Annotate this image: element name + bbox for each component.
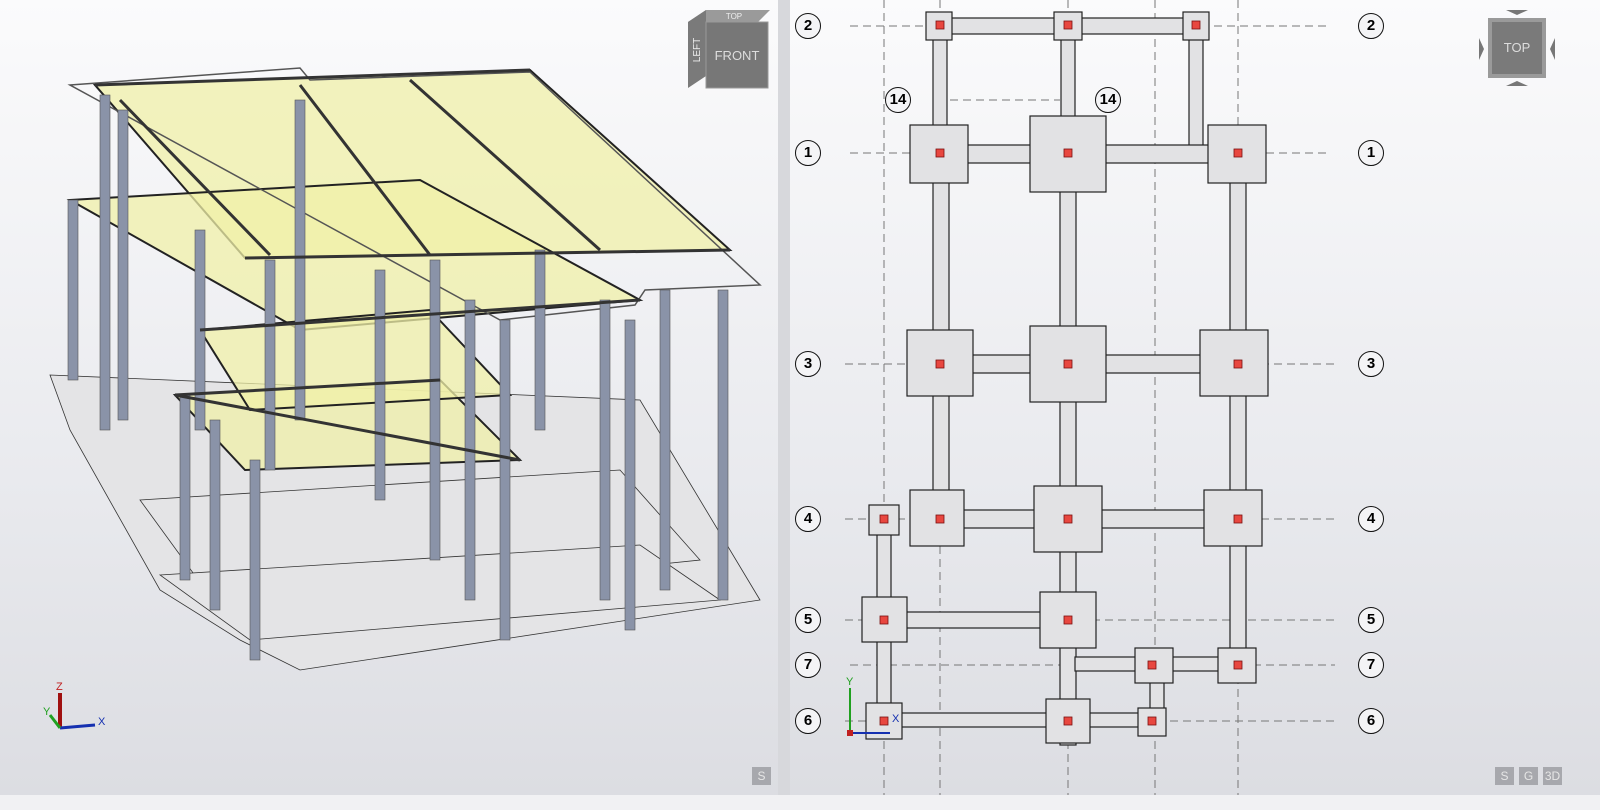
grid-label-row-6-left: 6 (795, 708, 821, 734)
viewport-splitter[interactable] (778, 0, 790, 810)
grid-label-row-1-right: 1 (1358, 140, 1384, 166)
axis-z-label: Z (56, 681, 63, 693)
grid-label-row-3-right: 3 (1358, 351, 1384, 377)
grid-label-col-14-a: 14 (885, 87, 911, 113)
snap-button[interactable]: S (1495, 767, 1514, 785)
grid-label-row-6-right: 6 (1358, 708, 1384, 734)
3d-viewport[interactable]: Z X Y FRONT TOP LEFT S (0, 0, 778, 795)
beams-footings (861, 11, 1269, 746)
rotate-right-arrow (1550, 38, 1555, 60)
view-cube[interactable]: FRONT TOP LEFT (688, 10, 770, 90)
beams (94, 68, 731, 462)
grid-label-row-2-left: 2 (795, 13, 821, 39)
viewcube-left-face[interactable]: LEFT (692, 38, 703, 62)
rotate-down-arrow (1506, 81, 1528, 86)
grid-label-col-14-b: 14 (1095, 87, 1121, 113)
grid-label-row-7-right: 7 (1358, 652, 1384, 678)
grid-label-row-4-left: 4 (795, 506, 821, 532)
viewcube-top-face[interactable]: TOP (726, 12, 742, 21)
rotate-left-arrow (1479, 38, 1484, 60)
axis-x-label: X (98, 716, 106, 728)
grid-label-row-2-right: 2 (1358, 13, 1384, 39)
grid-label-row-1-left: 1 (795, 140, 821, 166)
top-viewport[interactable]: Y X 2 2 1 1 3 3 4 4 5 5 7 7 6 6 14 14 TO… (790, 0, 1600, 795)
viewcube-top-face[interactable]: TOP (1504, 40, 1531, 55)
grid-label-row-7-left: 7 (795, 652, 821, 678)
snap-button[interactable]: S (752, 767, 771, 785)
rotate-up-arrow (1506, 10, 1528, 15)
grid-label-row-5-right: 5 (1358, 607, 1384, 633)
axis-y-label: Y (846, 676, 854, 688)
column-marks (879, 20, 1243, 726)
floor-plan: Y X (845, 0, 1335, 795)
axis-x-label: X (892, 713, 900, 725)
grid-label-row-4-right: 4 (1358, 506, 1384, 532)
axis-triad: Y X (846, 676, 900, 736)
grid-button[interactable]: G (1519, 767, 1538, 785)
viewcube-front-face[interactable]: FRONT (715, 48, 760, 63)
status-strip (0, 795, 1600, 810)
3d-button[interactable]: 3D (1543, 767, 1562, 785)
grid-label-row-5-left: 5 (795, 607, 821, 633)
grid-label-row-3-left: 3 (795, 351, 821, 377)
axis-triad: Z X Y (43, 681, 106, 730)
axis-y-label: Y (43, 706, 51, 718)
view-cube[interactable]: TOP (1478, 8, 1556, 88)
3d-model: Z X Y (43, 67, 762, 730)
